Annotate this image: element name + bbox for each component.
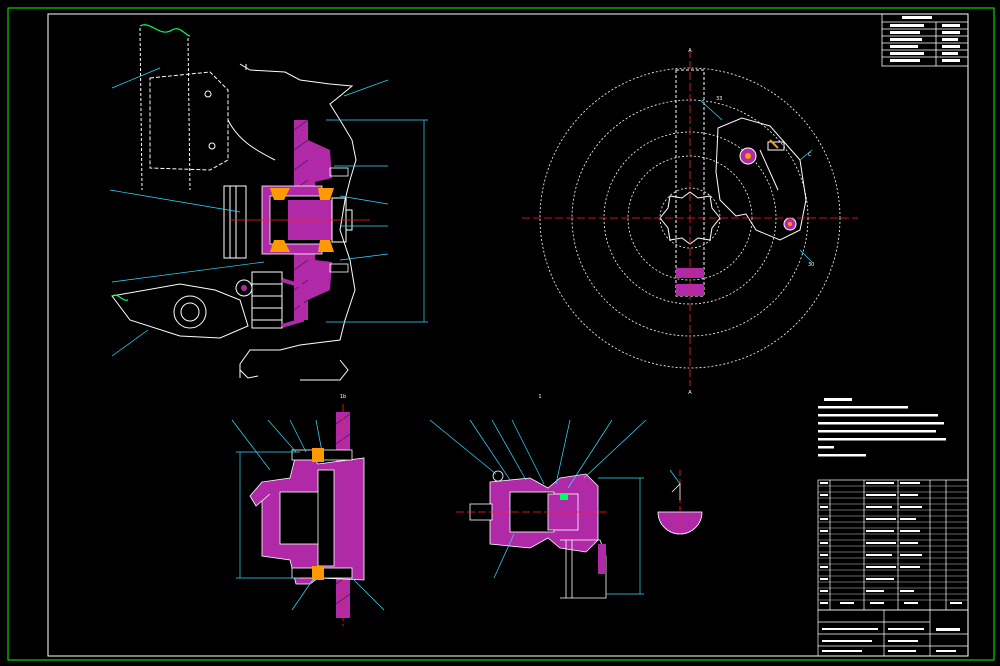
view-number-bottom: 30 (808, 262, 814, 268)
rim-dimension (326, 119, 428, 323)
sheet-border (7, 7, 995, 661)
caliper-section-left: 1b (231, 394, 385, 626)
leader-lines (109, 67, 389, 357)
knuckle-arm-outline (139, 27, 191, 191)
parts-list-text (820, 482, 962, 604)
section-mark-top: A (688, 48, 692, 54)
parts-list (817, 479, 969, 611)
dust-boot (223, 185, 247, 259)
inner-bearing (270, 188, 290, 200)
caliper-front (715, 117, 807, 241)
title-block-text (822, 628, 960, 652)
caliper-section-right: 1 (429, 394, 647, 599)
view-number-top: 33 (716, 96, 722, 102)
detail-view (657, 469, 703, 535)
tire-outer-circle (539, 67, 841, 369)
arm-bushing (173, 295, 207, 329)
ball-joint (235, 271, 283, 329)
assembly-section-view (109, 24, 428, 381)
caliper-section-label-right: 1 (538, 394, 541, 400)
section-mark-side: C (808, 152, 812, 158)
lower-control-arm (111, 283, 249, 339)
technical-notes (818, 398, 946, 457)
front-view: A A C 33 30 (522, 48, 858, 396)
parameter-table (881, 13, 969, 67)
break-line (139, 24, 191, 37)
title-block (817, 609, 969, 657)
section-mark-bottom: A (688, 390, 692, 396)
caliper-section-label-left: 1b (340, 394, 346, 400)
outer-bearing (318, 188, 334, 200)
bracket-outline (149, 71, 229, 171)
wheel-rim-profile (239, 63, 357, 378)
hub-flange-section (308, 140, 332, 300)
